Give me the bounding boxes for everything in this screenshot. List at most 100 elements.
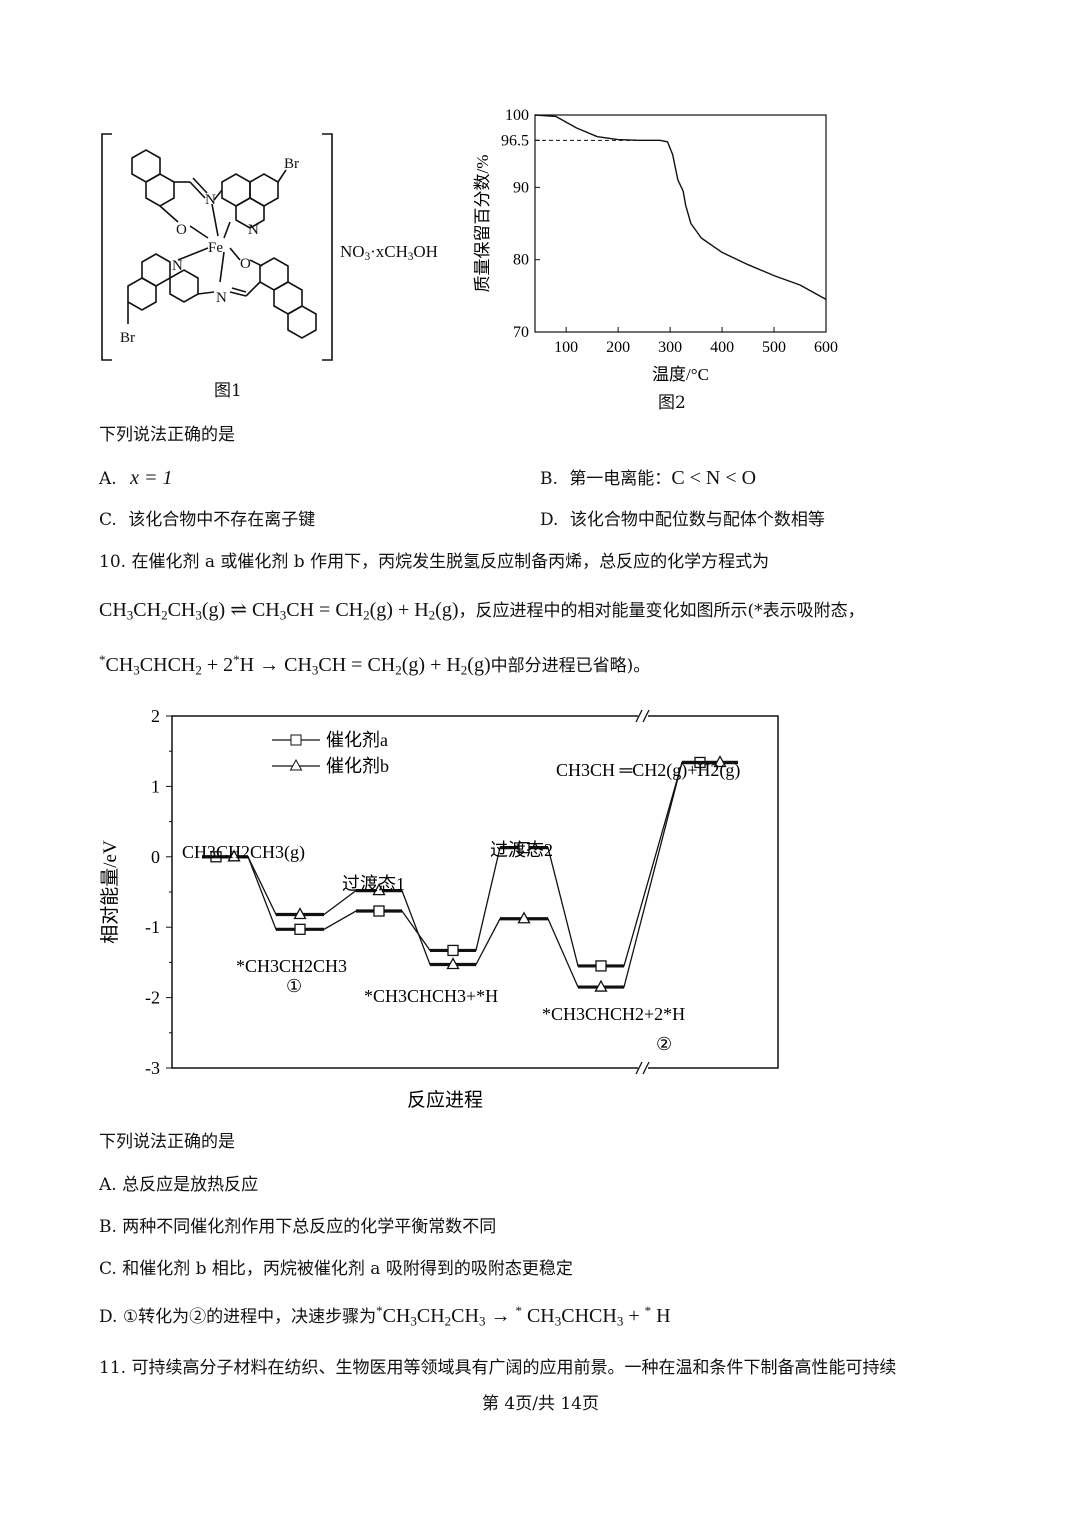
counter-ion: NO3·xCH3OH bbox=[340, 242, 438, 263]
q9-option-d: D. 该化合物中配位数与配体个数相等 bbox=[540, 509, 825, 531]
fig1-caption: 图1 bbox=[214, 381, 242, 401]
tga-y-tick-label-extra: 96.5 bbox=[501, 132, 529, 149]
q10-equation-2-tail: 中部分进程已省略)。 bbox=[490, 656, 651, 677]
marker-triangle bbox=[446, 957, 460, 970]
q10-equation-2: *CH3CHCH2 + 2*H → CH3CH = CH2(g) + H2(g) bbox=[99, 652, 491, 678]
legend-label: 催化剂a bbox=[326, 730, 388, 750]
marker-triangle bbox=[372, 883, 386, 896]
figure-1: N Br O N Fe N O N Br NO3·xCH3OH 图1 bbox=[90, 120, 460, 410]
tga-chart: 100 200 300 400 500 600 70 80 90 100 96.5 温度/°C 质量保留… bbox=[473, 107, 838, 384]
axis-break-gap bbox=[638, 710, 648, 722]
energy-label-ts2: 过渡态2 bbox=[490, 840, 553, 860]
q9-option-c-text: 该化合物中不存在离子键 bbox=[128, 510, 316, 530]
marker-triangle bbox=[594, 979, 608, 992]
fig2-caption: 图2 bbox=[658, 393, 686, 413]
tga-x-tick-label: 600 bbox=[814, 339, 838, 356]
q10-option-d-prefix: D. ①转化为②的进程中，决速步骤为 bbox=[99, 1307, 377, 1328]
marker-triangle bbox=[517, 911, 531, 924]
axis-break-mark bbox=[635, 709, 643, 723]
axis-break-mark bbox=[635, 1061, 643, 1075]
energy-label-circle2: ② bbox=[656, 1034, 672, 1054]
q9-option-b-letter: B. bbox=[540, 469, 558, 489]
energy-y-tick-label: 0 bbox=[151, 847, 160, 867]
marker-square bbox=[595, 960, 607, 972]
atom-o-right: O bbox=[240, 256, 251, 272]
tga-x-tick-label: 500 bbox=[762, 339, 786, 356]
marker-square bbox=[518, 841, 530, 854]
figure-2: 100 200 300 400 500 600 70 80 90 100 96.5 温度/°C 质量保留… bbox=[460, 100, 860, 420]
energy-y-axis-label: 相对能量/eV bbox=[99, 840, 121, 944]
atom-n-right: N bbox=[248, 222, 259, 238]
atom-n-bottom: N bbox=[216, 290, 227, 306]
marker-square bbox=[294, 923, 306, 935]
energy-label-start: CH3CH2CH3(g) bbox=[182, 842, 305, 863]
tga-y-tick-label: 90 bbox=[513, 179, 529, 196]
atom-n-top: N bbox=[205, 192, 216, 208]
energy-y-tick-label: 2 bbox=[151, 706, 160, 726]
axis-break-mark bbox=[642, 1061, 650, 1075]
q9-option-a: A. x = 1 bbox=[99, 467, 172, 490]
energy-series-line-b bbox=[202, 761, 738, 988]
tga-plot-frame bbox=[534, 114, 827, 333]
tga-y-axis-label: 质量保留百分数/% bbox=[473, 155, 492, 293]
energy-x-axis-label: 反应进程 bbox=[407, 1089, 483, 1111]
tga-y-tick-label: 100 bbox=[505, 107, 529, 124]
energy-plot-frame bbox=[171, 715, 779, 1069]
atom-br-top: Br bbox=[284, 156, 299, 172]
legend-label: 催化剂b bbox=[326, 756, 389, 776]
q9-option-b-text: 第一电离能： bbox=[569, 469, 672, 489]
tga-x-tick-label: 300 bbox=[658, 339, 682, 356]
q9-option-a-math: x = 1 bbox=[130, 467, 173, 489]
atom-fe: Fe bbox=[208, 240, 223, 256]
marker-square bbox=[447, 944, 459, 957]
tga-x-axis-label: 温度/°C bbox=[652, 365, 709, 384]
energy-series-line-a bbox=[202, 761, 738, 967]
tga-y-tick-label: 70 bbox=[513, 324, 529, 341]
q9-option-d-text: 该化合物中配位数与配体个数相等 bbox=[569, 510, 825, 530]
q9-option-d-letter: D. bbox=[540, 510, 559, 530]
q10-equation: CH3CH2CH3(g) ⇌ CH3CH = CH2(g) + H2(g) bbox=[99, 599, 459, 623]
tga-x-tick-label: 100 bbox=[554, 339, 578, 356]
energy-y-tick-label: -3 bbox=[145, 1058, 160, 1078]
marker-triangle bbox=[227, 849, 241, 862]
q9-option-a-letter: A. bbox=[99, 469, 117, 489]
atom-n-left: N bbox=[172, 258, 183, 274]
energy-label-ads1: *CH3CH2CH3 bbox=[236, 956, 347, 976]
legend-marker-square bbox=[290, 734, 302, 746]
q10-option-d-equation: *CH3CH2CH3 → * CH3CHCH3 + * H bbox=[376, 1303, 671, 1329]
q10-stem: 10. 在催化剂 a 或催化剂 b 作用下，丙烷发生脱氢反应制备丙烯，总反应的化… bbox=[99, 552, 770, 572]
energy-label-int: *CH3CHCH3+*H bbox=[364, 986, 498, 1006]
energy-y-tick-label: -2 bbox=[145, 988, 160, 1008]
q10-equation-tail: ，反应进程中的相对能量变化如图所示(*表示吸附态， bbox=[458, 601, 865, 621]
axis-break-gap bbox=[638, 1062, 648, 1074]
energy-y-tick-label: 1 bbox=[151, 776, 160, 796]
fe-complex-structure: N Br O N Fe N O N Br bbox=[101, 133, 333, 361]
marker-square bbox=[373, 905, 385, 917]
q10-option-c: C. 和催化剂 b 相比，丙烷被催化剂 a 吸附得到的吸附态更稳定 bbox=[99, 1259, 573, 1279]
energy-profile-chart: 2 1 0 -1 -2 -3 相对能量/eV 反应进程 催化剂a 催化剂bCH3CH2CH3(g)… bbox=[99, 706, 779, 1111]
tga-x-tick-label: 200 bbox=[606, 339, 630, 356]
q10-equation-line-2: *CH3CHCH2 + 2*H → CH3CH = CH2(g) + H2(g)… bbox=[99, 652, 650, 678]
legend-marker-triangle bbox=[289, 758, 303, 771]
q10-option-b: B. 两种不同催化剂作用下总反应的化学平衡常数不同 bbox=[99, 1217, 497, 1237]
energy-label-ts1: 过渡态1 bbox=[342, 874, 405, 894]
q10-option-a: A. 总反应是放热反应 bbox=[99, 1175, 259, 1195]
marker-triangle bbox=[713, 755, 727, 768]
energy-y-tick-label: -1 bbox=[145, 917, 160, 937]
q9-option-c-letter: C. bbox=[99, 510, 117, 530]
atom-br-bottom: Br bbox=[120, 330, 135, 346]
q9-option-c: C. 该化合物中不存在离子键 bbox=[99, 509, 315, 531]
axis-break-mark bbox=[642, 709, 650, 723]
q10-equation-line: CH3CH2CH3(g) ⇌ CH3CH = CH2(g) + H2(g)，反应… bbox=[99, 597, 865, 623]
page-footer: 第 4页/共 14页 bbox=[482, 1394, 599, 1414]
q10-prompt: 下列说法正确的是 bbox=[99, 1132, 235, 1152]
q11-stem: 11. 可持续高分子材料在纺织、生物医用等领域具有广阔的应用前景。一种在温和条件… bbox=[99, 1358, 897, 1378]
q10-option-d: D. ①转化为②的进程中，决速步骤为*CH3CH2CH3 → * CH3CHCH… bbox=[99, 1303, 671, 1329]
q9-option-b-math: C < N < O bbox=[671, 467, 757, 489]
tga-y-tick-label: 80 bbox=[513, 252, 529, 269]
atom-o-left: O bbox=[176, 222, 187, 238]
energy-label-product: CH3CH ═CH2(g)+H2(g) bbox=[556, 760, 740, 781]
q9-prompt: 下列说法正确的是 bbox=[99, 425, 235, 445]
tga-x-tick-label: 400 bbox=[710, 339, 734, 356]
